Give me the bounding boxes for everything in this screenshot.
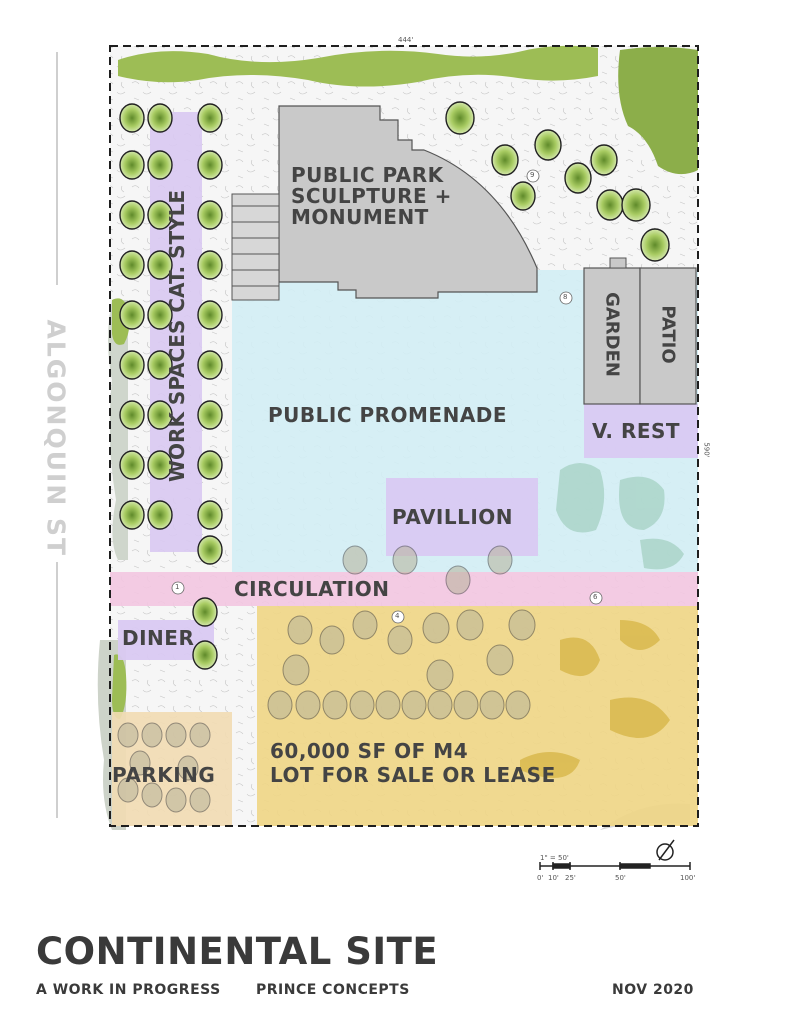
property-boundary: [109, 45, 699, 827]
date-label: NOV 2020: [612, 982, 694, 998]
street-label: ALGONQUIN ST: [41, 319, 71, 558]
label-public-park: PUBLIC PARK SCULPTURE + MONUMENT: [291, 163, 452, 229]
north-arrow-icon: [656, 839, 675, 861]
label-parking: PARKING: [112, 763, 216, 787]
site-plan-map: [56, 45, 699, 870]
marker-9-label: 9: [530, 171, 535, 179]
marker-6-label: 6: [593, 593, 598, 601]
label-pavillion: PAVILLION: [392, 505, 514, 529]
label-lot: 60,000 SF OF M4 LOT FOR SALE OR LEASE: [270, 739, 556, 787]
label-v-rest: V. REST: [592, 419, 681, 443]
hedge-right: [618, 47, 698, 175]
label-diner: DINER: [122, 626, 195, 650]
label-public-promenade: PUBLIC PROMENADE: [268, 403, 508, 427]
zone-garden: [583, 267, 641, 405]
marker-8-label: 8: [563, 293, 568, 301]
top-dimension: 444': [398, 36, 414, 44]
zone-patio: [639, 267, 697, 405]
tree-outlines-faint: [117, 545, 536, 813]
hedge-top: [118, 45, 598, 87]
tree-canopy-group: [119, 101, 670, 670]
scale-ratio: 1" = 50': [540, 854, 569, 862]
marker-1-label: 1: [175, 583, 180, 591]
zone-public-park: [278, 105, 538, 299]
scale-tick-10: 10': [548, 874, 559, 882]
scale-tick-100: 100': [680, 874, 696, 882]
site-markers: [171, 169, 603, 624]
scale-tick-50: 50': [615, 874, 626, 882]
parking-stalls-park: [231, 193, 280, 301]
zone-vrest: [584, 404, 698, 458]
scale-tick-0: 0': [537, 874, 544, 882]
label-patio: PATIO: [657, 305, 679, 364]
marker-4-label: 4: [395, 612, 400, 620]
page-subtitle: A WORK IN PROGRESS: [36, 982, 221, 998]
firm-name: PRINCE CONCEPTS: [256, 982, 410, 998]
label-work-spaces: WORK SPACES CAT. STYLE: [165, 189, 189, 482]
scale-bar: [539, 862, 691, 870]
label-circulation: CIRCULATION: [234, 577, 390, 601]
zone-pavillion: [386, 478, 538, 556]
page-title: CONTINENTAL SITE: [36, 930, 439, 973]
right-dimension: 590': [702, 442, 711, 458]
label-garden: GARDEN: [601, 292, 623, 377]
scale-tick-25: 25': [565, 874, 576, 882]
